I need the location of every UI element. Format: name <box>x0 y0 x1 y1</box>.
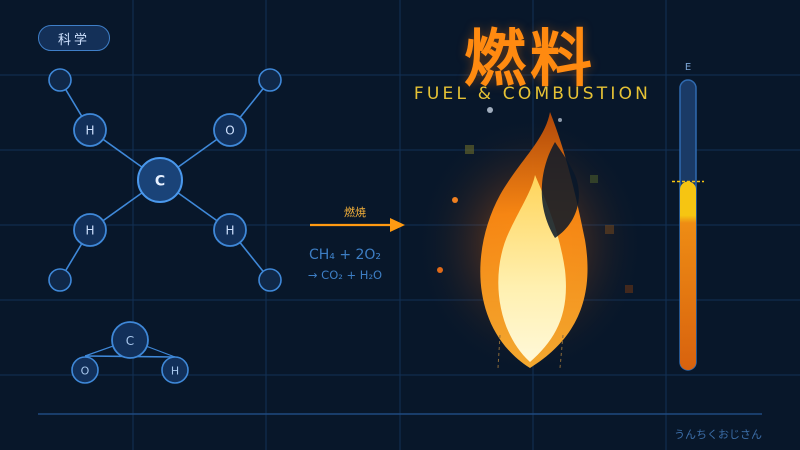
atom-o-small <box>71 356 99 384</box>
atom-o-small-label: O <box>81 365 90 378</box>
atom-o-upper-right <box>213 113 247 147</box>
gauge-label: E <box>684 62 692 73</box>
flame-icon <box>415 107 645 375</box>
molecule-main: H O C H H <box>48 68 282 292</box>
atom-h-lower-left <box>73 213 107 247</box>
atom-node-outer <box>48 68 72 92</box>
reaction-arrow-icon <box>310 218 405 232</box>
atom-o-upper-right-label: O <box>225 124 234 138</box>
atom-h-lower-right <box>213 213 247 247</box>
atom-h-small <box>161 356 189 384</box>
atom-h-small-label: H <box>171 365 179 378</box>
atom-node-outer <box>48 268 72 292</box>
category-badge: 科学 <box>38 25 110 51</box>
footer-credit: うんちくおじさん <box>674 428 762 441</box>
reaction-arrow-label: 燃焼 <box>344 206 366 219</box>
atom-c-center <box>137 157 183 203</box>
equation-reactants: CH₄ + 2O₂ <box>308 247 382 263</box>
atom-node-outer <box>258 68 282 92</box>
equation-products: → CO₂ + H₂O <box>307 268 383 282</box>
atom-c-center-label: C <box>155 174 165 190</box>
atom-c-small <box>111 321 149 359</box>
atom-h-lower-left-label: H <box>85 224 94 238</box>
page-subtitle: FUEL & COMBUSTION <box>413 84 652 104</box>
energy-gauge <box>672 79 704 371</box>
gauge-fill <box>680 181 696 370</box>
molecule-small: C O H <box>71 321 189 384</box>
page-title: 燃料 <box>463 22 596 95</box>
atom-node-outer <box>258 268 282 292</box>
atom-h-upper-left-label: H <box>85 124 94 138</box>
atom-h-upper-left <box>73 113 107 147</box>
atom-c-small-label: C <box>126 334 134 348</box>
atom-h-lower-right-label: H <box>225 224 234 238</box>
